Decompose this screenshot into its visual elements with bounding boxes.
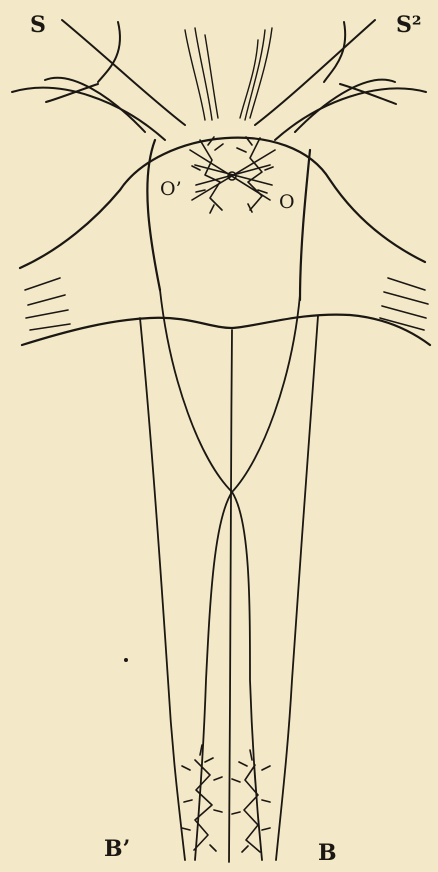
- side-hatching: [25, 278, 428, 330]
- connective-cords: [140, 290, 318, 862]
- central-body-outline: [20, 138, 430, 345]
- label-s-left: S: [30, 14, 46, 36]
- central-entering-fibres: [185, 28, 272, 120]
- label-o-left: O’: [160, 180, 182, 199]
- label-o-right: O: [279, 193, 295, 212]
- upper-left-root: [12, 20, 185, 140]
- upper-right-root: [255, 20, 426, 140]
- label-b-left: B’: [104, 838, 130, 860]
- ink-dot: [124, 658, 128, 662]
- label-s-right: S²: [396, 14, 422, 36]
- upper-nucleus-cluster: [190, 137, 275, 213]
- lower-right-cluster: [232, 750, 270, 852]
- label-b-right: B: [318, 842, 337, 864]
